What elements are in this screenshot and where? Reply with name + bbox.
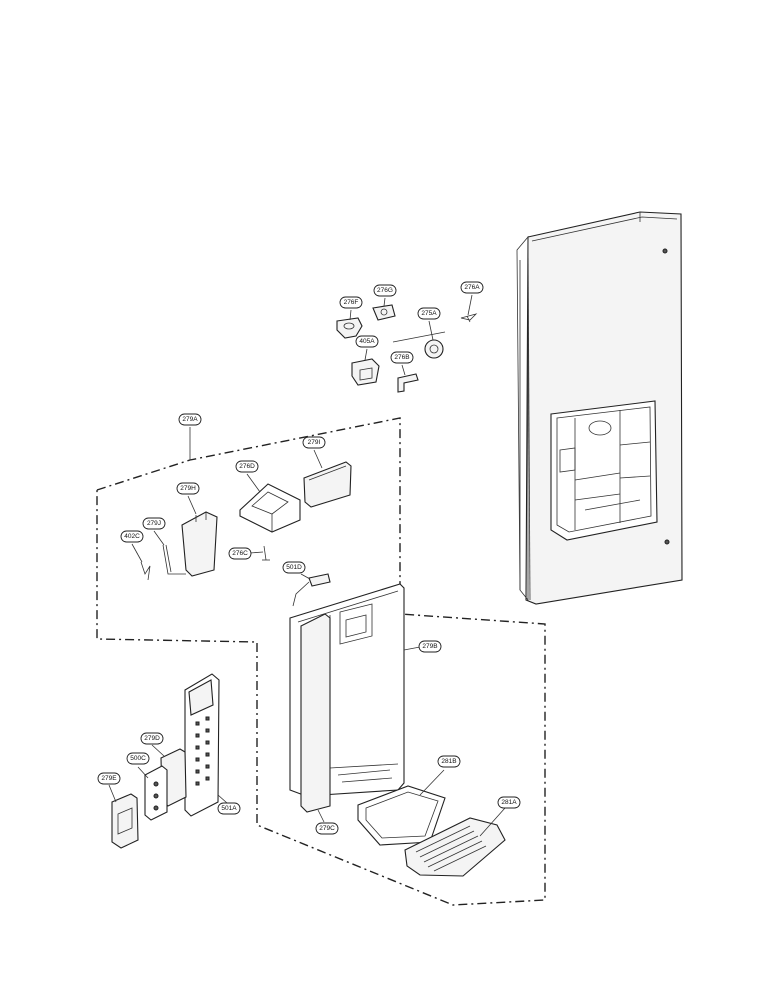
tag-402C: 402C bbox=[120, 530, 144, 543]
tag-500C-text: 500C bbox=[130, 755, 146, 762]
tag-279A-text: 279A bbox=[182, 416, 198, 423]
tag-276B-text: 276B bbox=[394, 354, 409, 361]
part-276F bbox=[336, 317, 363, 339]
tag-281B-text: 281B bbox=[441, 758, 456, 765]
tag-279H-text: 279H bbox=[180, 485, 196, 492]
tag-279D: 279D bbox=[140, 732, 164, 745]
part-276B bbox=[397, 373, 419, 393]
tag-501A-text: 501A bbox=[221, 805, 237, 812]
tag-279I-text: 279I bbox=[308, 439, 321, 446]
part-281B bbox=[357, 785, 446, 846]
tag-279D-text: 279D bbox=[144, 735, 160, 742]
tag-405A-text: 405A bbox=[359, 338, 375, 345]
assembly-boundary-279A bbox=[96, 417, 546, 906]
part-276A bbox=[460, 313, 478, 323]
tag-279B-text: 279B bbox=[422, 643, 437, 650]
tag-279B: 279B bbox=[418, 640, 442, 653]
tag-500C: 500C bbox=[126, 752, 150, 765]
tag-276F-text: 276F bbox=[344, 299, 359, 306]
tag-279A: 279A bbox=[178, 413, 202, 426]
tag-501A: 501A bbox=[217, 802, 241, 815]
part-405A bbox=[351, 358, 380, 386]
tag-275A: 275A bbox=[417, 307, 441, 320]
tag-279C: 279C bbox=[315, 822, 339, 835]
tag-281A: 281A bbox=[497, 796, 521, 809]
part-279C bbox=[300, 613, 331, 813]
part-276C bbox=[262, 545, 270, 561]
part-279I bbox=[303, 461, 352, 508]
tag-281B: 281B bbox=[437, 755, 461, 768]
tag-402C-text: 402C bbox=[124, 533, 140, 540]
tag-276A: 276A bbox=[460, 281, 484, 294]
tag-279H: 279H bbox=[176, 482, 200, 495]
part-281A bbox=[404, 817, 506, 877]
tag-276G: 276G bbox=[373, 284, 397, 297]
tag-276C: 276C bbox=[228, 547, 252, 560]
dispenser-recess bbox=[550, 400, 658, 541]
tag-276G-text: 276G bbox=[377, 287, 393, 294]
leader-lines bbox=[108, 294, 506, 837]
tag-501D-text: 501D bbox=[286, 564, 302, 571]
tag-276A-text: 276A bbox=[464, 284, 480, 291]
tag-279J: 279J bbox=[142, 517, 166, 530]
part-276D bbox=[239, 483, 301, 533]
tag-279I: 279I bbox=[302, 436, 326, 449]
part-501D bbox=[292, 573, 331, 607]
part-279E bbox=[111, 793, 139, 849]
tag-276D: 276D bbox=[235, 460, 259, 473]
tag-405A: 405A bbox=[355, 335, 379, 348]
part-402C bbox=[140, 561, 151, 581]
tag-276F: 276F bbox=[339, 296, 363, 309]
part-501A bbox=[184, 673, 220, 817]
part-500C bbox=[144, 765, 168, 821]
tag-275A-text: 275A bbox=[421, 310, 437, 317]
part-279J bbox=[162, 544, 186, 575]
tag-276C-text: 276C bbox=[232, 550, 248, 557]
door-panel bbox=[516, 211, 683, 605]
part-276G bbox=[372, 304, 396, 321]
tag-276D-text: 276D bbox=[239, 463, 255, 470]
tag-276B: 276B bbox=[390, 351, 414, 364]
tag-279C-text: 279C bbox=[319, 825, 335, 832]
tag-281A-text: 281A bbox=[501, 799, 517, 806]
tag-501D: 501D bbox=[282, 561, 306, 574]
part-279H bbox=[181, 511, 218, 577]
tag-279E-text: 279E bbox=[101, 775, 117, 782]
tag-279J-text: 279J bbox=[147, 520, 161, 527]
part-275A bbox=[392, 331, 446, 359]
tag-279E: 279E bbox=[97, 772, 121, 785]
